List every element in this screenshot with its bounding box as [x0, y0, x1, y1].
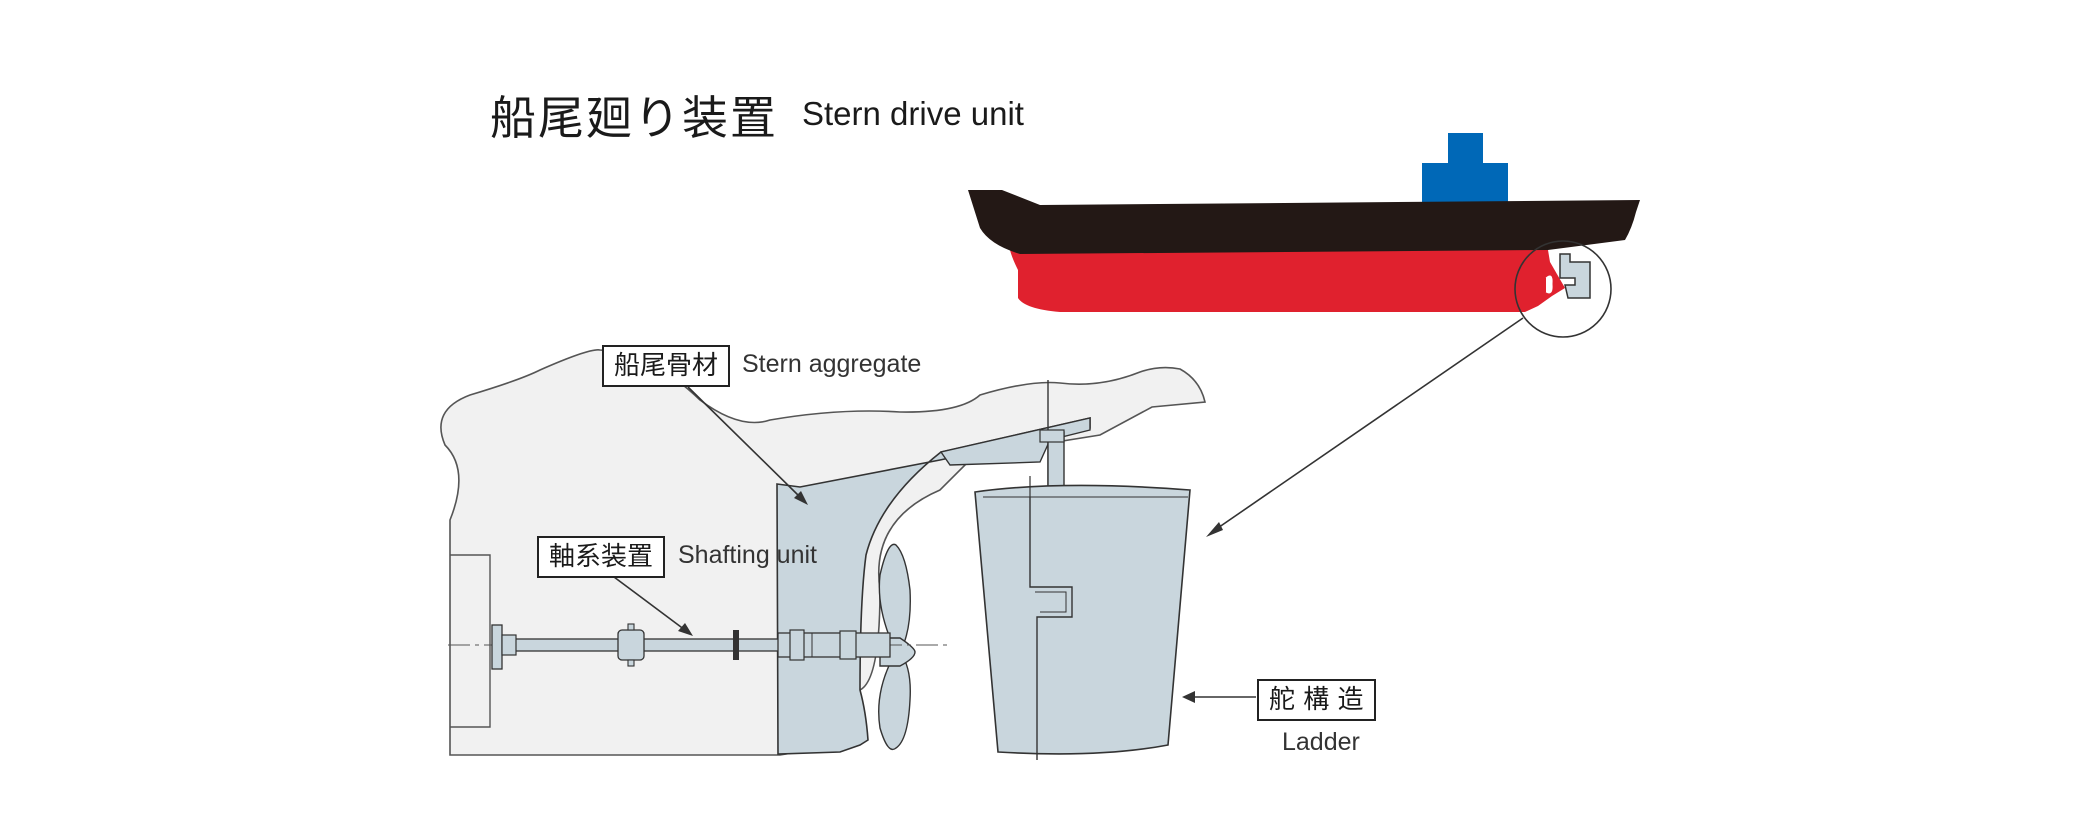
rudder-blade [974, 484, 1191, 755]
stern-frame [776, 416, 1091, 755]
shaft-bearing [617, 629, 645, 661]
label-stern-aggregate: Stern aggregate [742, 350, 922, 378]
ship-bridge-upper [1448, 133, 1483, 165]
ship-hull-top [968, 190, 1640, 254]
shaft-seal [733, 630, 739, 660]
shafting [448, 623, 950, 670]
label-shafting-unit: Shafting unit [678, 541, 817, 569]
propeller [878, 543, 916, 751]
ship-hull-bottom [1010, 250, 1565, 312]
ship-stern-detail [1559, 253, 1591, 299]
rudder-internal-stock [1029, 497, 1073, 760]
magnify-leader [1206, 317, 1524, 537]
label-rudder: Ladder [1282, 728, 1360, 756]
ship-silhouette [968, 133, 1640, 338]
hull-inner-wall [450, 554, 491, 728]
shaft-flange-left [491, 624, 503, 670]
label-box-shafting-unit: 軸系装置 [537, 536, 666, 578]
detail-magnifier-circle [1514, 240, 1612, 338]
ship-bridge-lower [1422, 163, 1508, 202]
label-leaders [613, 386, 1256, 703]
label-box-stern-aggregate: 船尾骨材 [602, 345, 731, 387]
title-english: Stern drive unit [802, 95, 1024, 132]
propeller-blade-upper [878, 543, 911, 653]
label-box-rudder: 舵 構 造 [1257, 679, 1376, 721]
propeller-blade-lower [878, 651, 911, 751]
title-japanese: 船尾廻り装置 [490, 91, 778, 145]
